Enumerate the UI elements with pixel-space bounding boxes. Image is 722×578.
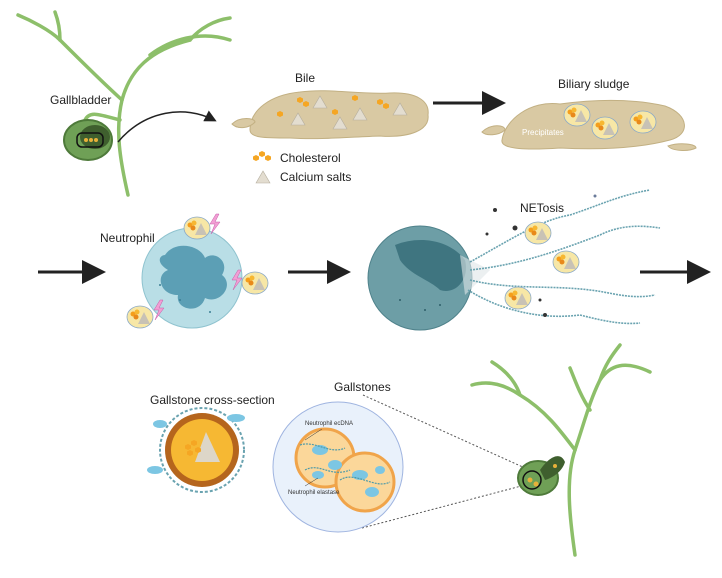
net-debris <box>485 194 597 317</box>
gallbladder-label: Gallbladder <box>50 93 111 107</box>
trapped-crystals <box>504 221 580 310</box>
curved-arrow <box>117 110 217 143</box>
netosis-cell <box>367 225 490 331</box>
neutrophil-ecdna-label: Neutrophil ecDNA <box>305 421 353 427</box>
biliary-sludge-label: Biliary sludge <box>558 77 630 91</box>
gallstones-label: Gallstones <box>334 380 391 394</box>
neutrophil-cell <box>141 227 243 329</box>
lightning-icon <box>153 213 243 321</box>
cholesterol-icon <box>253 151 271 161</box>
netosis-label: NETosis <box>520 201 564 215</box>
gallstone-cross-section <box>147 407 245 493</box>
bile-blob <box>231 90 429 140</box>
gallbladder-with-stones <box>517 456 565 496</box>
legend: Cholesterol Calcium salts <box>253 151 351 184</box>
gallstone-cross-section-label: Gallstone cross-section <box>150 393 275 407</box>
net-strands <box>467 189 661 325</box>
sludge-blob <box>481 100 697 151</box>
neutrophil-elastase-label: Neutrophil elastase <box>288 490 340 496</box>
neutrophil-label: Neutrophil <box>100 231 155 245</box>
crystals-activating <box>126 213 269 329</box>
gallstones-zoom <box>272 394 526 533</box>
biliary-tree-top <box>16 10 232 197</box>
legend-cholesterol-label: Cholesterol <box>280 151 341 165</box>
calcium-salt-icon <box>255 170 271 184</box>
precipitates-label: Precipitates <box>522 128 564 137</box>
biliary-tree-bottom <box>470 343 652 557</box>
bile-label: Bile <box>295 71 315 85</box>
gallbladder-organ <box>63 119 113 161</box>
legend-calcium-label: Calcium salts <box>280 170 351 184</box>
